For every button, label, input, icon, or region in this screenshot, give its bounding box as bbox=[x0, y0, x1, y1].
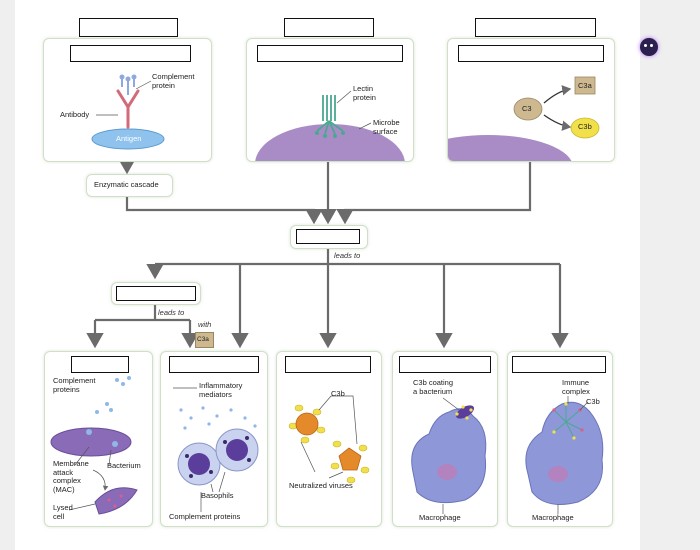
neutralized-viruses-label: Neutralized viruses bbox=[289, 481, 353, 490]
c3-label: C3 bbox=[522, 104, 532, 113]
center-blank[interactable] bbox=[296, 229, 360, 244]
neutralization-blank[interactable] bbox=[285, 356, 371, 373]
enzymatic-cascade-box: Enzymatic cascade bbox=[86, 174, 173, 197]
alternative-pathway-blank[interactable] bbox=[458, 45, 604, 62]
mac-lysis-illustration bbox=[50, 376, 138, 515]
microbe-surface-label: Microbe surface bbox=[373, 118, 400, 136]
immune-clearance-panel: Immune complex C3b Macrophage bbox=[507, 351, 613, 527]
inflammation-box bbox=[111, 282, 201, 305]
opsonization-blank[interactable] bbox=[399, 356, 491, 373]
c3b-viruses-label: C3b bbox=[331, 389, 345, 398]
leads-to-label-2: leads to bbox=[158, 308, 185, 317]
lysed-cell-label: Lysed cell bbox=[53, 503, 73, 521]
with-label: with bbox=[198, 320, 212, 329]
macrophage-opsonization-illustration bbox=[411, 397, 487, 514]
antibody-label: Antibody bbox=[60, 110, 90, 119]
antigen-label: Antigen bbox=[116, 134, 142, 143]
top-blank-3[interactable] bbox=[475, 18, 596, 37]
lectin-protein-label: Lectin protein bbox=[353, 84, 376, 102]
center-box bbox=[290, 225, 368, 249]
immune-complex-label: Immune complex bbox=[562, 378, 590, 396]
lectin-illustration bbox=[255, 90, 405, 161]
leads-to-label-1: leads to bbox=[334, 251, 361, 260]
c3b-label: C3b bbox=[578, 122, 592, 131]
macrophage-1-label: Macrophage bbox=[419, 513, 461, 522]
top-blank-1[interactable] bbox=[79, 18, 178, 37]
left-margin-strip bbox=[0, 0, 15, 550]
cytolysis-blank[interactable] bbox=[71, 356, 129, 373]
c3a-label: C3a bbox=[578, 81, 592, 90]
assistant-icon[interactable] bbox=[640, 38, 658, 56]
macrophage-2-label: Macrophage bbox=[532, 513, 574, 522]
immune-complex-illustration bbox=[525, 396, 604, 514]
c3a-fragment: C3a bbox=[195, 332, 214, 348]
lectin-pathway-blank[interactable] bbox=[257, 45, 403, 62]
basophils-illustration bbox=[173, 387, 259, 512]
bacterium-label: Bacterium bbox=[107, 461, 141, 470]
neutralization-panel: C3b Neutralized viruses bbox=[276, 351, 382, 527]
classical-pathway-panel: Complement protein Antibody Antigen bbox=[43, 38, 212, 162]
neutralized-viruses-illustration bbox=[288, 395, 370, 484]
inflammation-blank[interactable] bbox=[116, 286, 196, 301]
inflammation-panel-blank[interactable] bbox=[169, 356, 259, 373]
immune-clearance-blank[interactable] bbox=[512, 356, 606, 373]
lectin-pathway-panel: Lectin protein Microbe surface bbox=[246, 38, 414, 162]
inflammation-panel: Inflammatory mediators Basophils Complem… bbox=[160, 351, 268, 527]
c3-cleavage-illustration bbox=[448, 76, 600, 161]
inflammatory-mediators-label: Inflammatory mediators bbox=[199, 381, 243, 399]
c3a-fragment-label: C3a bbox=[197, 336, 209, 343]
mac-label: Membrane attack complex (MAC) bbox=[53, 459, 89, 494]
enzymatic-cascade-label: Enzymatic cascade bbox=[94, 180, 159, 189]
alternative-pathway-panel: C3 C3a C3b bbox=[447, 38, 615, 162]
cytolysis-panel: Complement proteins Membrane attack comp… bbox=[44, 351, 153, 527]
complement-protein-label: Complement protein bbox=[152, 72, 195, 90]
c3b-coating-label: C3b coating a bacterium bbox=[413, 378, 454, 396]
complement-proteins-label: Complement proteins bbox=[53, 376, 96, 394]
complement-proteins-2-label: Complement proteins bbox=[169, 512, 241, 521]
classical-pathway-blank[interactable] bbox=[70, 45, 191, 62]
top-blank-2[interactable] bbox=[284, 18, 374, 37]
antibody-antigen-illustration bbox=[91, 74, 165, 150]
c3b-immune-label: C3b bbox=[586, 397, 600, 406]
right-margin-strip bbox=[640, 0, 700, 550]
opsonization-panel: C3b coating a bacterium Macrophage bbox=[392, 351, 498, 527]
basophils-label: Basophils bbox=[201, 491, 234, 500]
